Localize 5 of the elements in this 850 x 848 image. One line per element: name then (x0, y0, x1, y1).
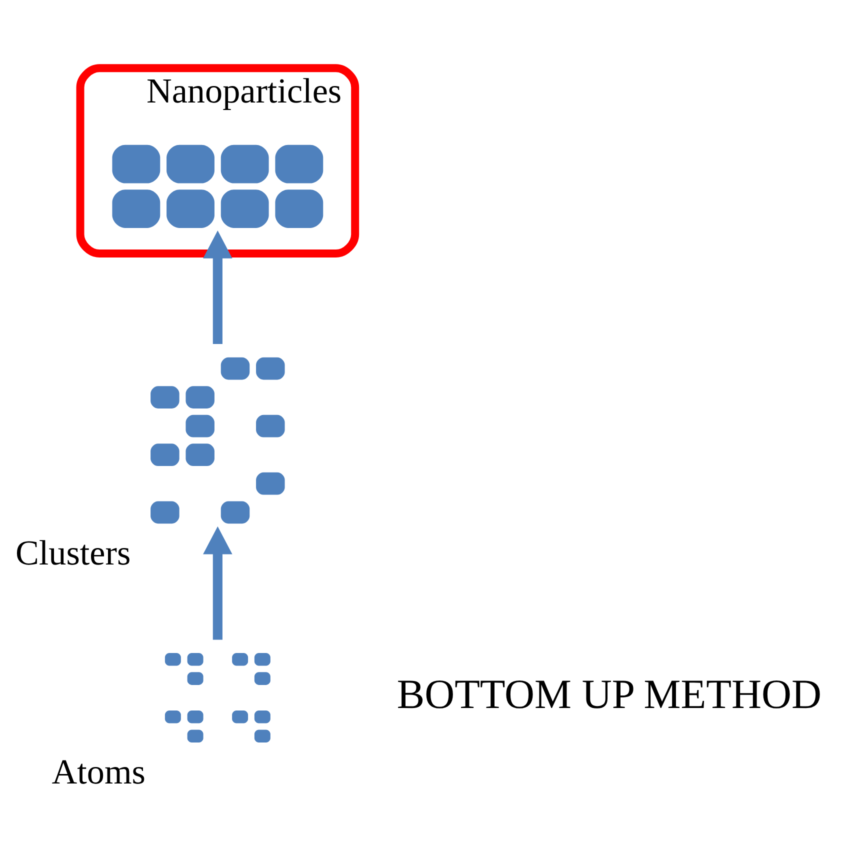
node-label: Clusters (15, 532, 131, 572)
node-label: Atoms (52, 752, 146, 791)
label: BOTTOM UP METHOD (396, 670, 822, 716)
arrow (203, 526, 232, 640)
arrow (203, 230, 232, 344)
